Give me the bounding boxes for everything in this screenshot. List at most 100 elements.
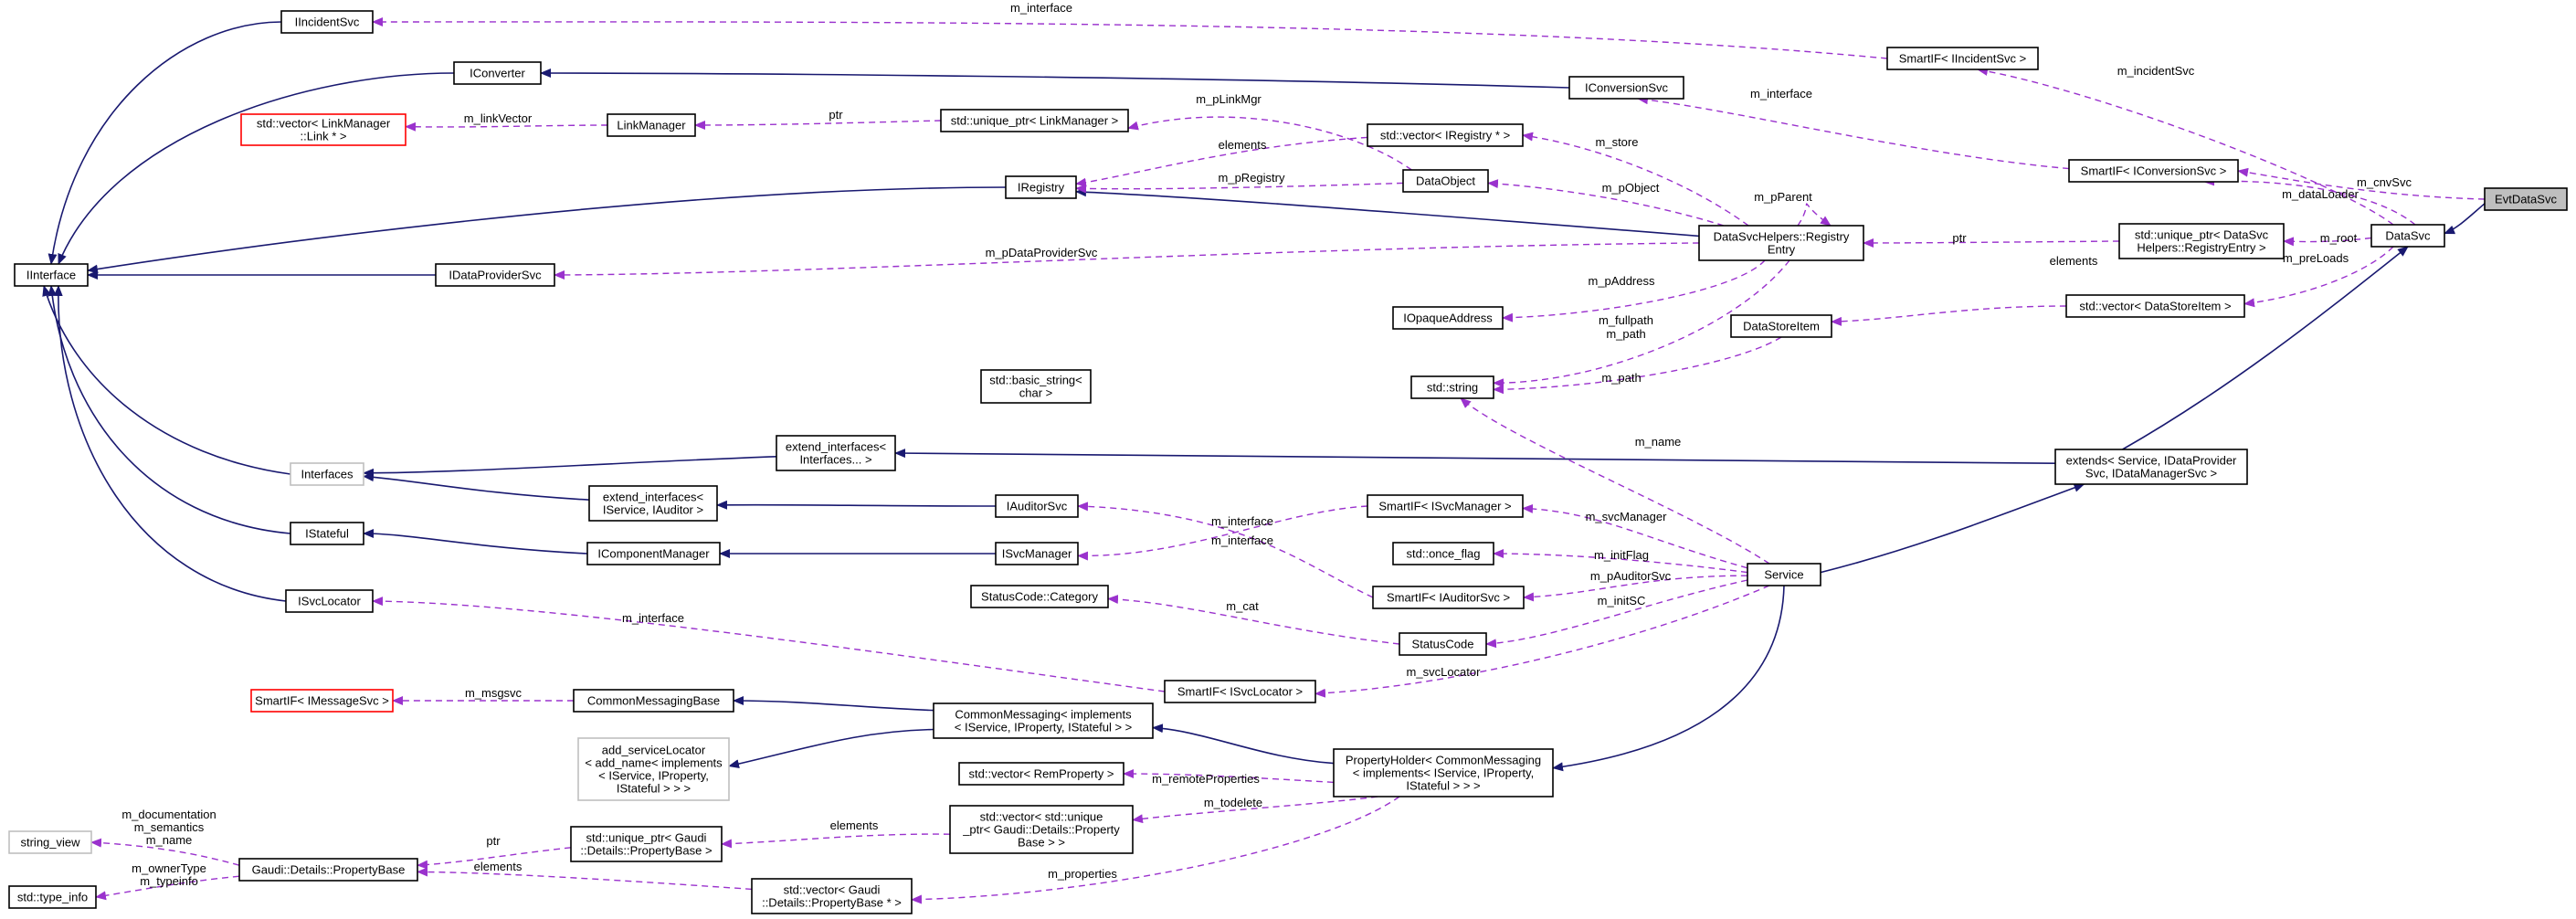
edge-label-m-linkvector: m_linkVector (464, 111, 533, 125)
inheritance-edge-evtdatasvc-to-datasvc (2444, 203, 2486, 235)
class-node-status-code[interactable]: StatusCode (1399, 632, 1487, 656)
class-name-line: ::Details::PropertyBase > (580, 844, 712, 858)
inheritance-edge-icomponentmanager-to-istateful (363, 529, 588, 555)
class-box (776, 435, 896, 471)
class-box (290, 522, 364, 545)
class-box (1747, 563, 1821, 586)
class-node-i-conversion-svc[interactable]: IConversionSvc (1568, 76, 1684, 100)
edge-label-m-typeinfo: m_typeinfo (140, 874, 198, 888)
class-node-smart-if-auditor-svc[interactable]: SmartIF< IAuditorSvc > (1372, 586, 1525, 609)
class-node-i-interface[interactable]: IInterface (14, 263, 89, 287)
class-name-line: EvtDataSvc (2495, 193, 2557, 206)
usage-edge-link-linkmanager-vector (405, 121, 608, 132)
class-node-extend-interfaces-service-auditor[interactable]: extend_interfaces<IService, IAuditor > (588, 485, 718, 522)
class-node-common-messaging-base[interactable]: CommonMessagingBase (573, 689, 734, 713)
class-node-data-store-item[interactable]: DataStoreItem (1730, 314, 1832, 338)
class-box (8, 830, 92, 854)
class-node-vector-i-registry[interactable]: std::vector< IRegistry * > (1367, 123, 1524, 147)
class-node-smart-if-message-svc[interactable]: SmartIF< IMessageSvc > (250, 689, 394, 713)
class-node-unique-ptr-property-base[interactable]: std::unique_ptr< Gaudi::Details::Propert… (570, 826, 723, 862)
class-node-smart-if-svc-manager[interactable]: SmartIF< ISvcManager > (1367, 494, 1524, 518)
class-node-interfaces[interactable]: Interfaces (290, 462, 364, 486)
class-node-string-view[interactable]: string_view (8, 830, 92, 854)
usage-edge-link-propertybase-stringview (90, 838, 240, 866)
class-node-add-service-locator[interactable]: add_serviceLocator< add_name< implements… (577, 737, 730, 801)
class-node-std-string[interactable]: std::string (1410, 375, 1494, 399)
class-node-service[interactable]: Service (1747, 563, 1821, 586)
edge-label-elements-uniqueptr: elements (830, 819, 879, 832)
class-node-vector-rem-property[interactable]: std::vector< RemProperty > (958, 762, 1124, 786)
class-node-vector-property-base-ptr[interactable]: std::vector< Gaudi::Details::PropertyBas… (751, 878, 913, 914)
edge-label-m-path-storeitem: m_path (1601, 371, 1641, 385)
edge-label-m-svcmanager: m_svcManager (1586, 510, 1668, 523)
class-node-status-code-category[interactable]: StatusCode::Category (970, 585, 1109, 608)
class-box (949, 805, 1134, 854)
class-node-i-svc-locator[interactable]: ISvcLocator (285, 589, 374, 613)
edge-label-m-initflag: m_initFlag (1594, 548, 1649, 562)
class-node-registry-entry[interactable]: DataSvcHelpers::RegistryEntry (1698, 225, 1864, 261)
class-node-i-data-provider-svc[interactable]: IDataProviderSvc (435, 263, 555, 287)
inheritance-edge-service-to-extendsservice (1820, 483, 2085, 574)
usage-edge-link-statuscode-category (1107, 594, 1400, 645)
class-node-std-once-flag[interactable]: std::once_flag (1392, 542, 1494, 565)
inheritance-edge-service-to-propertyholder (1552, 585, 1785, 772)
edge-label-elements-storeitem: elements (2050, 254, 2098, 268)
class-node-common-messaging[interactable]: CommonMessaging< implements< IService, I… (933, 702, 1154, 739)
edge-label-m-pobject: m_pObject (1602, 181, 1660, 195)
class-node-i-registry[interactable]: IRegistry (1005, 175, 1077, 199)
class-name-line: IStateful > > > (617, 782, 691, 796)
class-node-evt-data-svc[interactable]: EvtDataSvc (2484, 187, 2568, 211)
class-box (1367, 494, 1524, 518)
class-node-i-stateful[interactable]: IStateful (290, 522, 364, 545)
class-node-smart-if-incident-svc[interactable]: SmartIF< IIncidentSvc > (1886, 47, 2039, 70)
class-box (1333, 748, 1554, 798)
class-node-i-opaque-address[interactable]: IOpaqueAddress (1392, 306, 1504, 330)
edge-label-ptr-registry: ptr (1952, 231, 1967, 245)
class-node-data-object[interactable]: DataObject (1402, 169, 1489, 193)
class-node-std-type-info[interactable]: std::type_info (8, 885, 97, 909)
class-node-unique-ptr-link-manager[interactable]: std::unique_ptr< LinkManager > (940, 109, 1129, 132)
class-node-i-component-manager[interactable]: IComponentManager (586, 542, 721, 565)
class-name-line: ::Link * > (301, 130, 347, 143)
class-node-extend-interfaces-interfaces[interactable]: extend_interfaces<Interfaces... > (776, 435, 896, 471)
class-name-line: extends< Service, IDataProvider (2066, 454, 2237, 468)
usage-edge-link-vectordatastore-item (1831, 305, 2067, 326)
class-name-line: Svc, IDataManagerSvc > (2085, 467, 2217, 481)
class-node-i-incident-svc[interactable]: IIncidentSvc (280, 10, 374, 34)
class-name-line: SmartIF< IAuditorSvc > (1387, 591, 1510, 605)
class-node-i-auditor-svc[interactable]: IAuditorSvc (995, 494, 1079, 518)
usage-edge-link-propertybase-typeinfo (95, 875, 240, 901)
class-name-line: std::vector< IRegistry * > (1380, 129, 1510, 143)
usage-edge-link-service-svclocator (1314, 585, 1770, 698)
class-node-link-manager[interactable]: LinkManager (607, 113, 696, 137)
class-node-data-svc[interactable]: DataSvc (2370, 224, 2445, 248)
class-box (995, 542, 1079, 565)
class-node-unique-ptr-registry-entry[interactable]: std::unique_ptr< DataSvcHelpers::Registr… (2118, 223, 2285, 259)
inheritance-edge-registryentry-to-iregistry (1075, 187, 1700, 238)
class-name-line: _ptr< Gaudi::Details::Property (962, 823, 1120, 837)
class-node-property-base[interactable]: Gaudi::Details::PropertyBase (238, 858, 418, 882)
class-node-vector-data-store-item[interactable]: std::vector< DataStoreItem > (2065, 294, 2245, 318)
class-name-line: ::Details::PropertyBase * > (762, 896, 902, 910)
class-name-line: < IService, IProperty, (598, 769, 709, 783)
class-name-line: DataSvcHelpers::Registry (1714, 230, 1850, 244)
class-name-line: IIncidentSvc (295, 16, 360, 29)
class-node-i-converter[interactable]: IConverter (453, 61, 542, 85)
class-node-extends-service[interactable]: extends< Service, IDataProviderSvc, IDat… (2054, 449, 2248, 485)
class-node-property-holder[interactable]: PropertyHolder< CommonMessaging< impleme… (1333, 748, 1554, 798)
class-box (970, 585, 1109, 608)
usage-edge-link-datasvc-incidentsvc (1977, 67, 2394, 226)
class-node-vector-unique-ptr-property-base[interactable]: std::vector< std::unique_ptr< Gaudi::Det… (949, 805, 1134, 854)
usage-edge-link-svclocator-isvclocator (372, 597, 1166, 692)
class-node-i-svc-manager[interactable]: ISvcManager (995, 542, 1079, 565)
usage-edge-link-incidentsvc-iincidentsvc (372, 16, 1888, 59)
class-name-line: IRegistry (1018, 181, 1065, 195)
class-box (1367, 123, 1524, 147)
class-node-smart-if-conversion-svc[interactable]: SmartIF< IConversionSvc > (2068, 159, 2239, 183)
usage-edge-link-uniquevector-uniqueptr (721, 833, 951, 849)
class-name-line: std::string (1427, 381, 1478, 395)
class-node-smart-if-svc-locator[interactable]: SmartIF< ISvcLocator > (1164, 680, 1316, 703)
class-node-basic-string[interactable]: std::basic_string<char > (980, 369, 1092, 404)
class-node-vector-link-manager[interactable]: std::vector< LinkManager::Link * > (240, 113, 406, 146)
